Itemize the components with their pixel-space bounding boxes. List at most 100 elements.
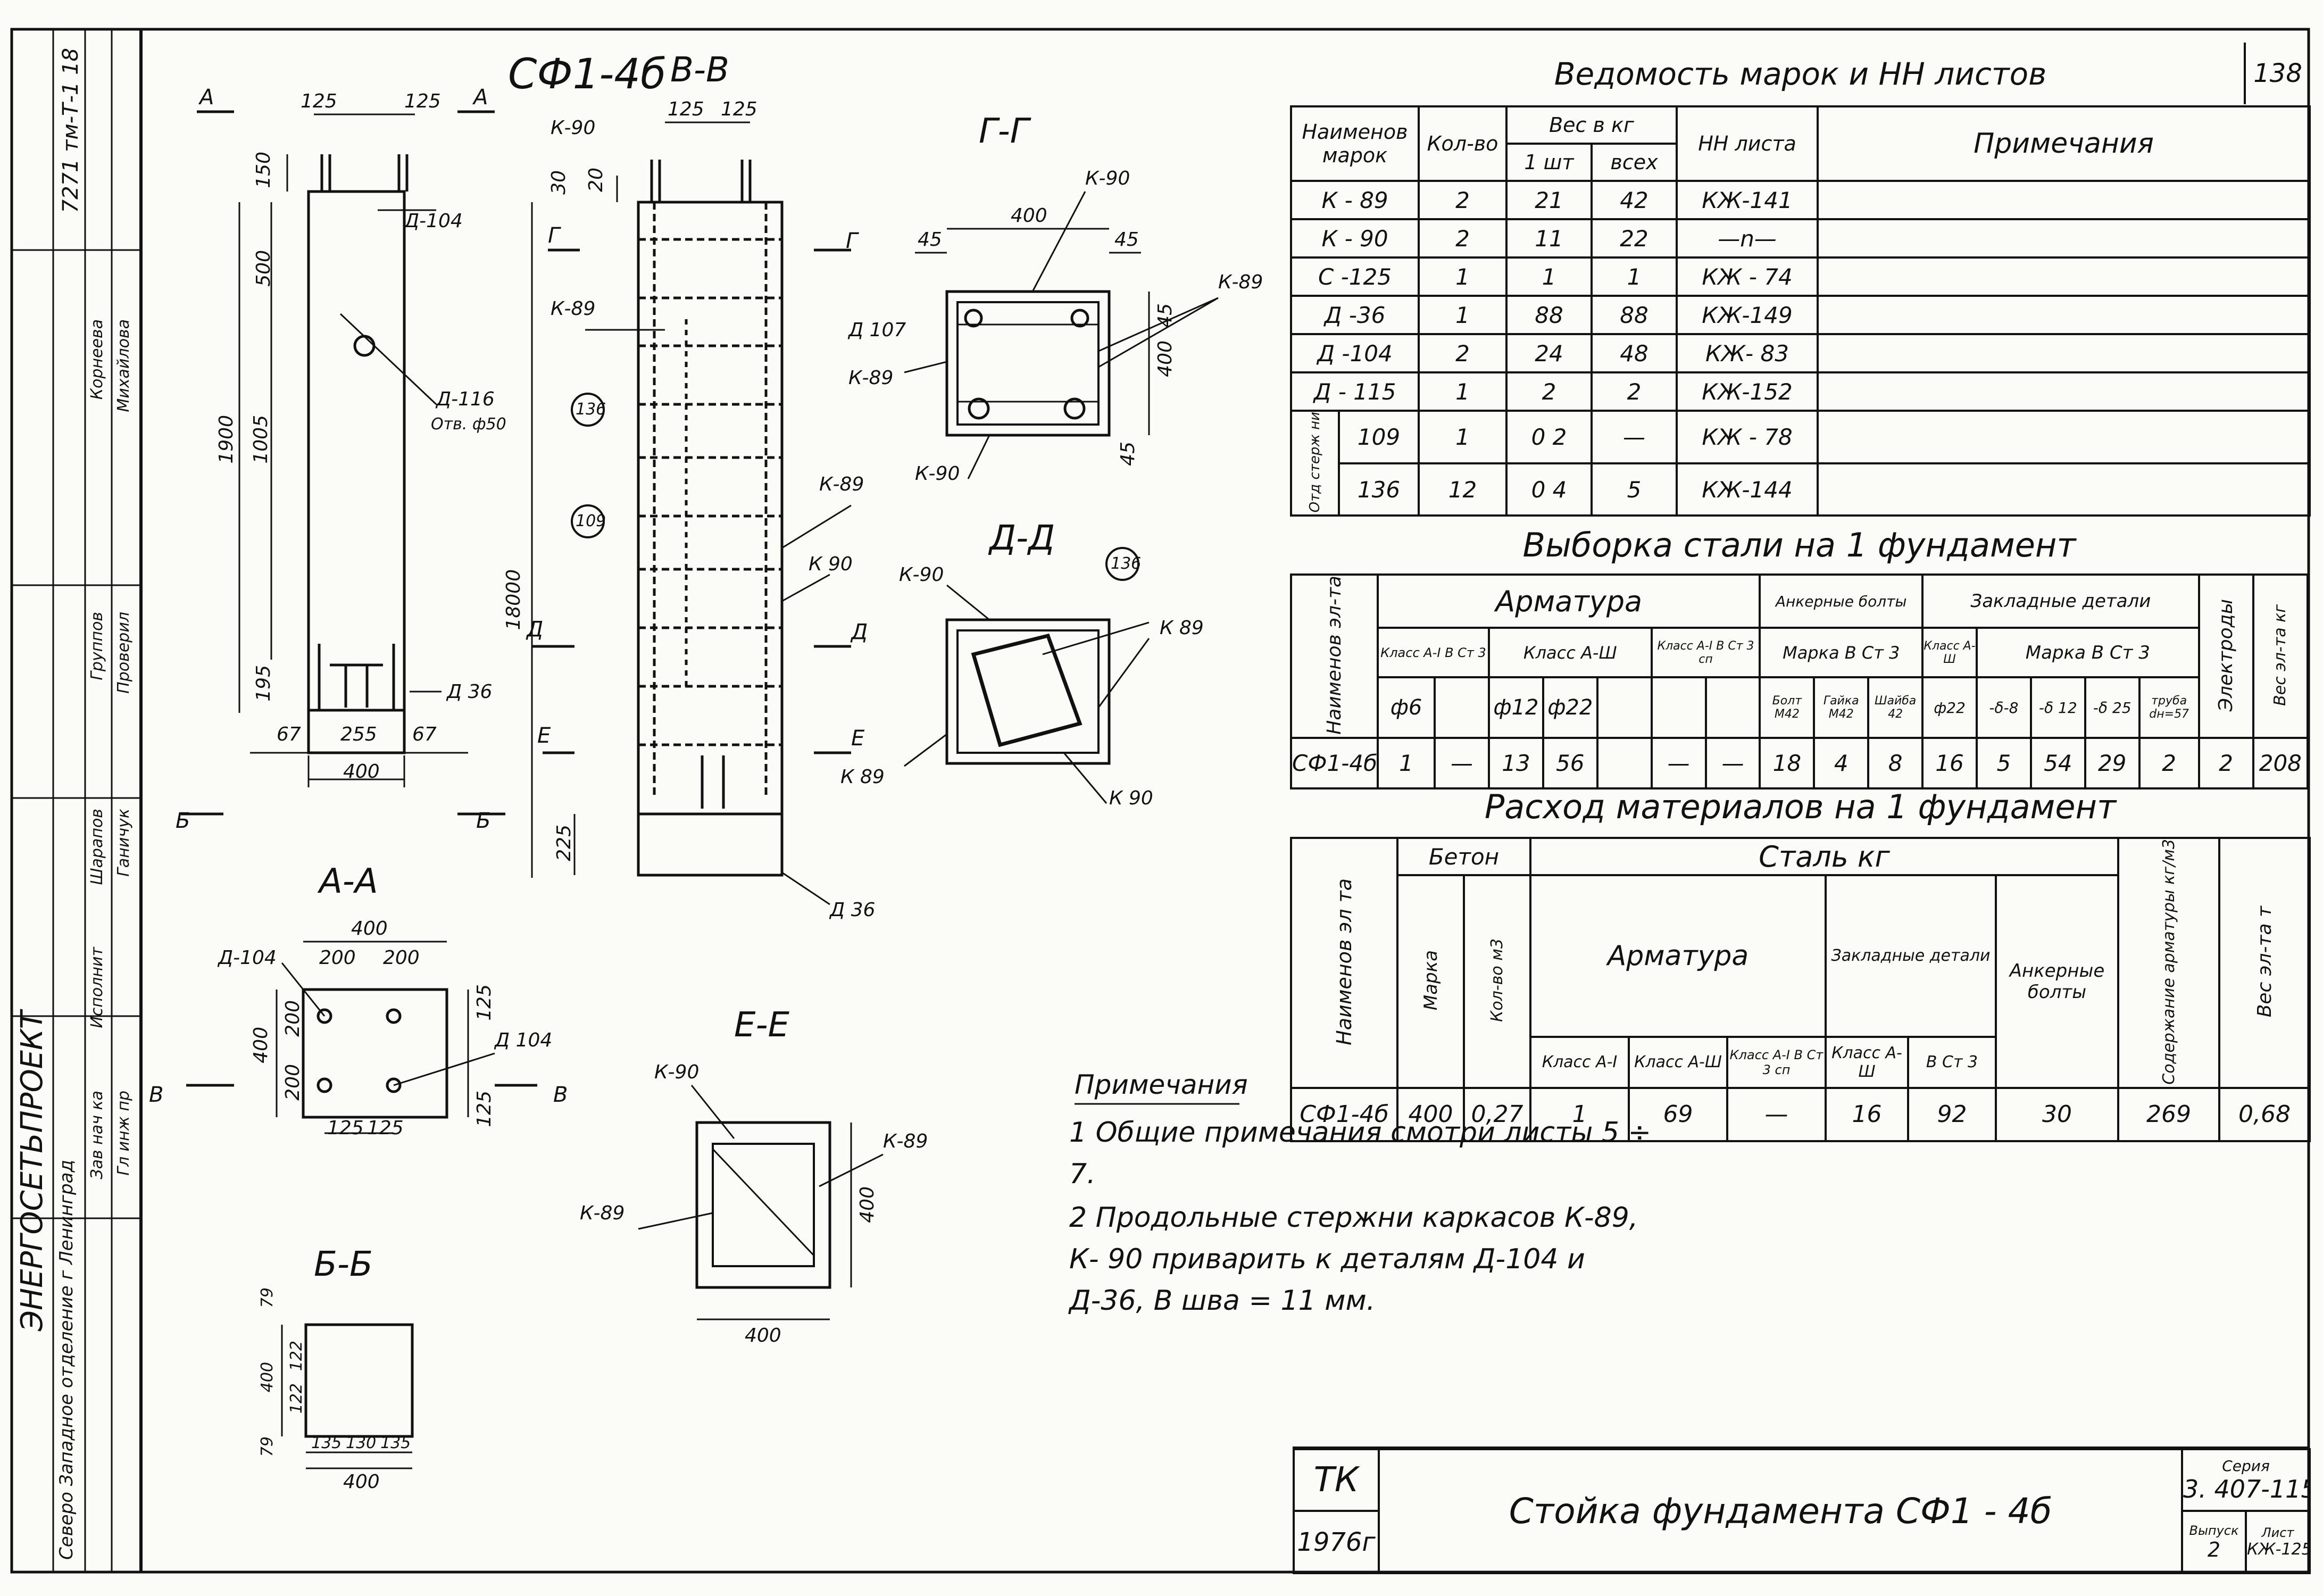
col-header: Примечания xyxy=(1816,105,2311,182)
stamp-role: Зав нач ка xyxy=(88,1091,106,1179)
table-cell: — xyxy=(1591,410,1678,464)
marker-a-right: А xyxy=(473,85,488,110)
dim: 400 xyxy=(1011,205,1047,227)
table-cell: 11 xyxy=(1505,218,1593,259)
callout: Д 36 xyxy=(830,899,876,921)
callout: Д 36 xyxy=(447,681,493,703)
marker-g-left: Г xyxy=(548,223,560,248)
table-cell: КЖ - 78 xyxy=(1676,410,1819,464)
table-cell: 2 xyxy=(1418,218,1508,259)
table-cell: 269 xyxy=(2117,1086,2220,1142)
callout: К-89 xyxy=(551,298,596,320)
marker-b-right: Б xyxy=(476,809,491,833)
table-cell xyxy=(1816,333,2311,373)
col-header: Вес в кг xyxy=(1505,105,1678,145)
stamp-role: Исполнит xyxy=(88,947,106,1028)
dim: 125 xyxy=(327,1117,364,1139)
col-header: -δ 12 xyxy=(2029,676,2086,739)
table-cell: СФ1-4б xyxy=(1290,1086,1398,1142)
table-cell: Д - 115 xyxy=(1290,371,1420,412)
dim: 200 xyxy=(383,947,420,969)
dim: 125 xyxy=(301,90,337,112)
dim: 400 xyxy=(250,1027,272,1063)
callout: К-89 xyxy=(848,367,894,389)
marker-e-right: Е xyxy=(851,726,865,751)
title-year: 1976г xyxy=(1293,1510,1380,1574)
section-label-ee: Е-Е xyxy=(734,1005,789,1045)
dim: 135 xyxy=(311,1434,342,1452)
table-cell: 92 xyxy=(1907,1086,1997,1142)
col-header: Арматура xyxy=(1377,573,1761,629)
sheet-label: Лист xyxy=(2261,1525,2294,1540)
table-cell: 0,68 xyxy=(2218,1086,2311,1142)
stamp-role: Проверил xyxy=(114,612,133,694)
table-cell: 1 xyxy=(1505,256,1593,297)
note-item-2: 2 Продольные стержни каркасов К-89, К- 9… xyxy=(1069,1202,1638,1317)
dim: 400 xyxy=(745,1325,781,1346)
table-cell: 2 xyxy=(1418,180,1508,220)
dim: 200 xyxy=(282,1064,304,1101)
table-cell: 48 xyxy=(1591,333,1678,373)
callout: К-90 xyxy=(899,564,944,586)
col-header: Наименов эл та xyxy=(1333,878,1356,1045)
col-header: Арматура xyxy=(1529,874,1827,1038)
section-label-b-b: Б-Б xyxy=(314,1245,373,1284)
col-header: ф6 xyxy=(1377,676,1436,739)
dim: 195 xyxy=(253,665,274,702)
table-cell: 1 xyxy=(1529,1086,1630,1142)
col-header: Марка В Ст 3 xyxy=(1975,627,2200,679)
dim: 125 xyxy=(473,1091,495,1127)
callout: К-90 xyxy=(1085,168,1130,189)
col-header: В Ст 3 xyxy=(1907,1035,1997,1089)
table-cell: 2 xyxy=(1418,333,1508,373)
marker-v-left: В xyxy=(149,1083,164,1107)
section-label-bb: В-В xyxy=(670,51,729,90)
dim: 79 xyxy=(258,1436,277,1457)
marker-a-left: А xyxy=(199,85,214,110)
col-header: труба dн=57 xyxy=(2138,676,2200,739)
table-cell: КЖ - 74 xyxy=(1676,256,1819,297)
table-cell xyxy=(1816,295,2311,335)
table-cell: КЖ-144 xyxy=(1676,462,1819,517)
callout: Д-116 xyxy=(436,388,495,410)
col-header: Болт М42 xyxy=(1759,676,1816,739)
table-cell: КЖ-149 xyxy=(1676,295,1819,335)
stamp-name: Корнеева xyxy=(88,319,106,400)
stamp-name: Ганичук xyxy=(114,809,133,877)
callout: К-89 xyxy=(819,473,864,495)
callout: Д 104 xyxy=(495,1029,553,1051)
dim: 200 xyxy=(282,1000,304,1037)
col-header: Марка xyxy=(1420,950,1442,1011)
dim: 45 xyxy=(1117,442,1139,466)
sheet-value: КЖ-125 xyxy=(2247,1540,2310,1559)
dim: 500 xyxy=(253,250,274,287)
table-cell: 1 xyxy=(1418,410,1508,464)
issue-label: Выпуск xyxy=(2189,1523,2239,1538)
callout: 136 xyxy=(1111,554,1142,573)
dim: 18000 xyxy=(503,569,524,630)
table-cell xyxy=(1816,218,2311,259)
col-header: -δ 25 xyxy=(2084,676,2141,739)
col-header: Класс А-I xyxy=(1529,1035,1630,1089)
title-code: ТК xyxy=(1293,1448,1380,1512)
table-cell: 2 xyxy=(1591,371,1678,412)
col-header: Класс А-Ш xyxy=(1825,1035,1909,1089)
stamp-role: Гл инж пр xyxy=(114,1091,133,1176)
dim: 125 xyxy=(668,98,704,120)
col-header: Кол-во xyxy=(1418,105,1508,182)
title-block: ТК Стойка фундамента СФ1 - 4б Серия 3. 4… xyxy=(1293,1448,2311,1574)
side-header: Отд стерж ни xyxy=(1307,412,1323,513)
col-header: Вес эл-та кг xyxy=(2271,604,2290,706)
callout: К 90 xyxy=(809,553,853,575)
table-cell: 42 xyxy=(1591,180,1678,220)
org-dept: Северо Западное отделение г Ленинград xyxy=(56,1160,77,1560)
callout: К 90 xyxy=(1109,787,1153,809)
title-name: Стойка фундамента СФ1 - 4б xyxy=(1378,1448,2183,1574)
col-header: Класс А-Ш xyxy=(1487,627,1653,679)
dim: 400 xyxy=(351,918,388,940)
